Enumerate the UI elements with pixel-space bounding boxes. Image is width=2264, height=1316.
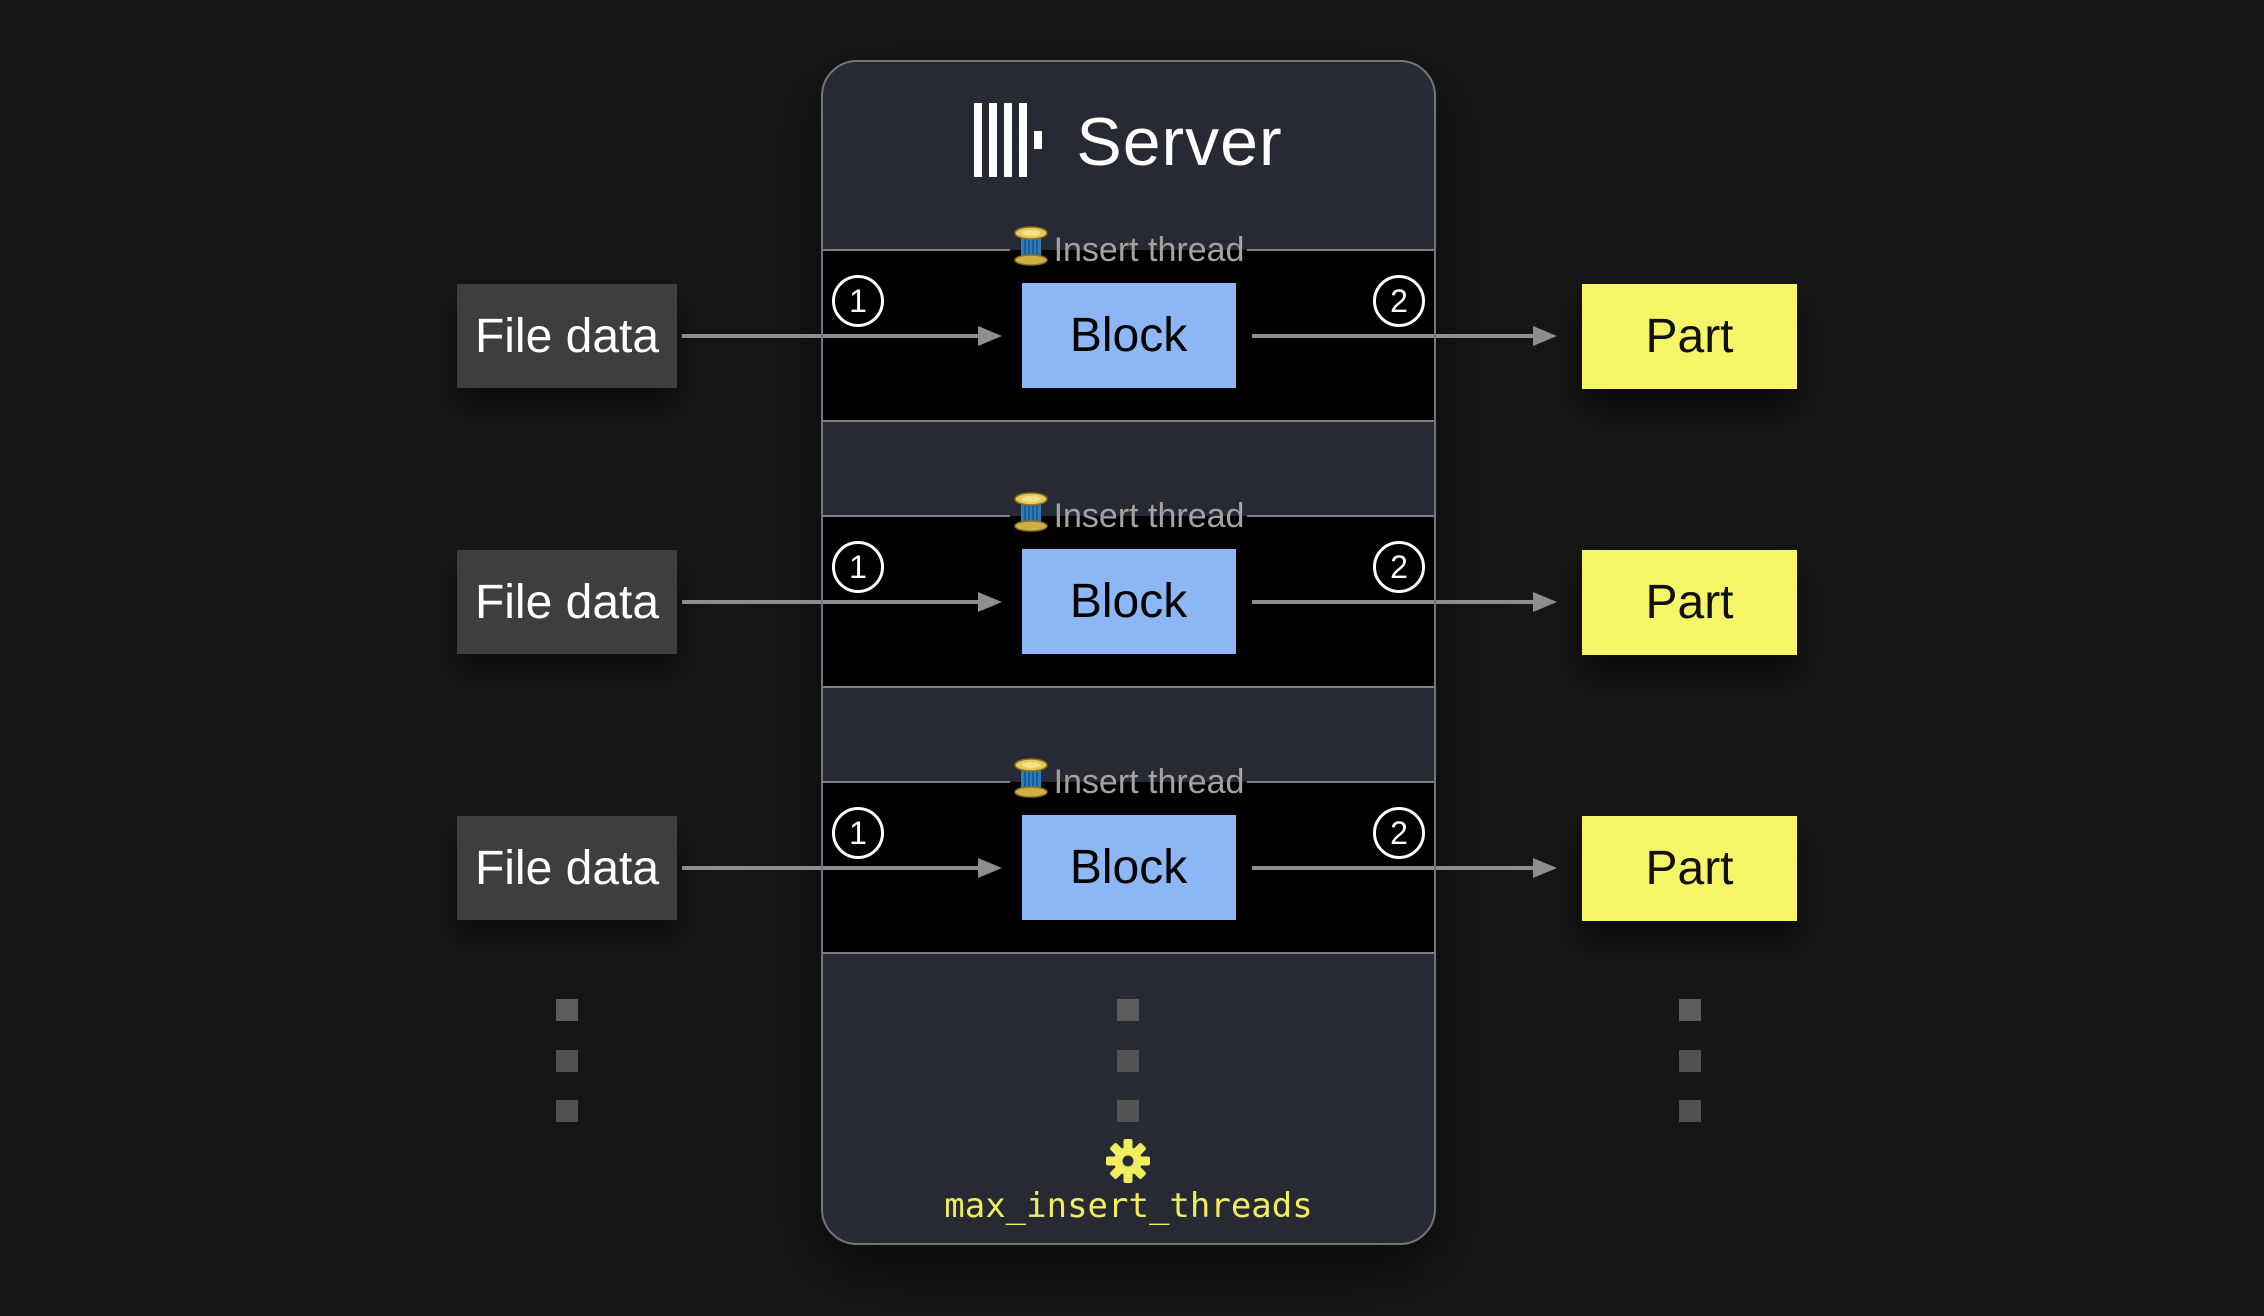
arrow-block-to-part	[1252, 858, 1557, 878]
ellipsis-dot	[1117, 1050, 1139, 1072]
thread-spool-icon	[1013, 491, 1049, 541]
arrow-block-to-part	[1252, 592, 1557, 612]
thread-spool-icon	[1013, 225, 1049, 275]
legend-text: Insert thread	[1053, 496, 1245, 535]
insert-thread-legend-3: Insert thread	[821, 757, 1437, 807]
arrow-file-to-block	[682, 592, 1002, 612]
step-2-badge: 2	[1373, 541, 1425, 593]
ellipsis-dot	[1679, 1100, 1701, 1122]
legend-text: Insert thread	[1053, 762, 1245, 801]
ellipsis-dot	[1679, 999, 1701, 1021]
arrow-file-to-block	[682, 326, 1002, 346]
step-1-badge: 1	[832, 541, 884, 593]
gear-icon	[1105, 1138, 1151, 1184]
ellipsis-dot	[1679, 1050, 1701, 1072]
part-box: Part	[1582, 816, 1797, 921]
block-box: Block	[1021, 815, 1236, 920]
legend-line	[821, 248, 1010, 252]
ellipsis-dot	[556, 1050, 578, 1072]
ellipsis-dot	[1117, 999, 1139, 1021]
step-1-badge: 1	[832, 275, 884, 327]
part-box: Part	[1582, 284, 1797, 389]
step-2-badge: 2	[1373, 275, 1425, 327]
file-data-box: File data	[457, 816, 677, 920]
file-data-box: File data	[457, 284, 677, 388]
legend-line	[821, 514, 1010, 518]
arrow-block-to-part	[1252, 326, 1557, 346]
clickhouse-logo-icon	[974, 102, 1043, 182]
step-2-badge: 2	[1373, 807, 1425, 859]
ellipsis-dot	[556, 1100, 578, 1122]
file-data-box: File data	[457, 550, 677, 654]
thread-spool-icon	[1013, 757, 1049, 807]
insert-thread-legend-2: Insert thread	[821, 491, 1437, 541]
arrow-file-to-block	[682, 858, 1002, 878]
ellipsis-dot	[1117, 1100, 1139, 1122]
legend-line	[821, 780, 1010, 784]
step-1-badge: 1	[832, 807, 884, 859]
legend-text: Insert thread	[1053, 230, 1245, 269]
block-box: Block	[1021, 549, 1236, 654]
max-insert-threads-label: max_insert_threads	[944, 1186, 1313, 1226]
legend-line	[1247, 248, 1437, 252]
server-title: Server	[1076, 104, 1283, 180]
block-box: Block	[1021, 283, 1236, 388]
part-box: Part	[1582, 550, 1797, 655]
legend-line	[1247, 780, 1437, 784]
insert-thread-legend-1: Insert thread	[821, 225, 1437, 275]
legend-line	[1247, 514, 1437, 518]
ellipsis-dot	[556, 999, 578, 1021]
server-header: Server	[821, 92, 1436, 192]
